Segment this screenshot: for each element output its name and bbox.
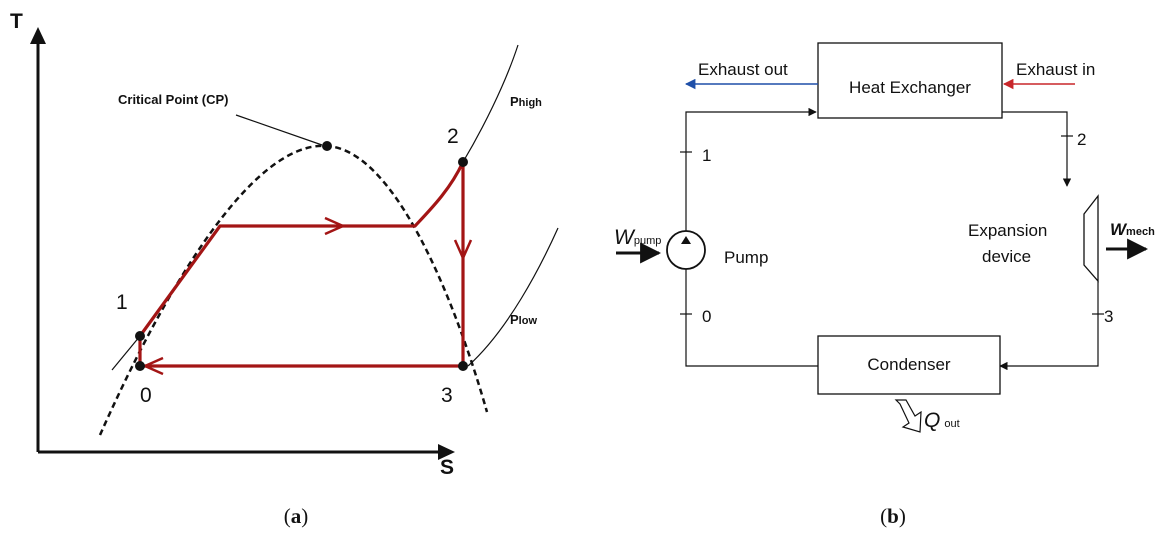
t-axis-arrowhead [30, 27, 46, 44]
caption-a: (a) [284, 504, 309, 528]
condenser-box [817, 335, 1001, 395]
w-mech-subscript: mech [1126, 226, 1155, 238]
cycle-arrow-heating [324, 216, 347, 236]
isobar-low-left [111, 335, 141, 371]
state-label-0: 0 [140, 384, 152, 407]
p-low-subscript: low [519, 315, 538, 327]
pipe-expander-to-condenser [999, 281, 1099, 371]
pump-direction-triangle [681, 236, 691, 244]
pipe-pump-to-hx [685, 107, 817, 238]
w-pump-subscript: pump [634, 235, 662, 247]
state-point-1 [135, 331, 145, 341]
pipe-hx-to-expander [1002, 111, 1072, 187]
cycle-arrow-expansion [453, 239, 473, 262]
node-label-2: 2 [1077, 130, 1086, 149]
p-low-label: Plow [510, 312, 537, 327]
expansion-label-line1: Expansion [968, 221, 1047, 240]
s-axis-arrowhead [438, 444, 455, 460]
critical-point-label: Critical Point (CP) [118, 92, 229, 107]
exhaust-in-label: Exhaust in [1016, 60, 1095, 79]
cp-leader-line [235, 114, 323, 146]
q-out-hollow-arrow [894, 399, 922, 433]
w-pump-label: Wpump [614, 226, 661, 249]
state-label-3: 3 [441, 384, 453, 407]
isobar-p-low [467, 227, 559, 367]
state-point-2 [458, 157, 468, 167]
s-axis-label: S [440, 456, 454, 479]
ts-diagram: T S Critical Point (CP) 1 2 3 0 Phigh Pl… [10, 10, 559, 479]
saturation-dome [98, 144, 489, 436]
p-low-letter: P [510, 312, 519, 327]
pump-label: Pump [724, 248, 768, 267]
t-axis-label: T [10, 10, 23, 33]
w-mech-letter: W [1110, 220, 1128, 239]
pipe-condenser-to-pump [681, 261, 818, 367]
caption-b-letter: b [887, 504, 899, 528]
isobar-p-high [462, 44, 519, 163]
pump-symbol [666, 230, 706, 270]
p-high-label: Phigh [510, 94, 542, 109]
node-label-1: 1 [702, 146, 711, 165]
w-pump-letter: W [614, 226, 636, 249]
critical-point-marker [322, 141, 332, 151]
node-label-3: 3 [1104, 307, 1113, 326]
heat-exchanger-box [817, 42, 1003, 119]
caption-a-letter: a [291, 504, 302, 528]
state-label-2: 2 [447, 125, 459, 148]
q-out-letter: Q [924, 409, 940, 432]
q-out-subscript: out [944, 418, 959, 430]
state-point-3 [458, 361, 468, 371]
condenser-label: Condenser [867, 355, 951, 374]
node-label-0: 0 [702, 307, 711, 326]
exhaust-out-label: Exhaust out [698, 60, 788, 79]
p-high-subscript: high [519, 97, 542, 109]
heat-exchanger-label: Heat Exchanger [849, 78, 971, 97]
caption-b: (b) [880, 504, 906, 528]
p-high-letter: P [510, 94, 519, 109]
state-point-0 [135, 361, 145, 371]
expansion-label-line2: device [982, 247, 1031, 266]
expansion-device-shape [1083, 194, 1099, 283]
w-mech-label: Wmech [1110, 220, 1155, 239]
state-label-1: 1 [116, 291, 128, 314]
orc-schematic: Heat Exchanger Exhaust out Exhaust in 1 … [614, 42, 1155, 433]
